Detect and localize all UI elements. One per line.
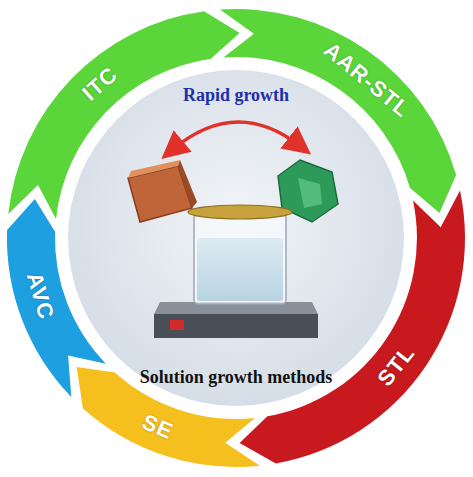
- center-disc: [68, 70, 404, 406]
- center-circle: Rapid growthSolution growth methods: [71, 73, 401, 403]
- center-title: Solution growth methods: [71, 367, 401, 388]
- orange-crystal: [128, 160, 197, 222]
- hot-plate: [154, 302, 318, 338]
- ring-arrow-segment: [240, 190, 465, 463]
- ring-arrow-segment: [8, 11, 239, 219]
- arrow-caption: Rapid growth: [71, 85, 401, 106]
- ring-arrow-segment: [7, 199, 106, 397]
- growth-arrow: [172, 122, 300, 150]
- ring-arrow-segment: [220, 9, 456, 213]
- beaker: [188, 205, 292, 304]
